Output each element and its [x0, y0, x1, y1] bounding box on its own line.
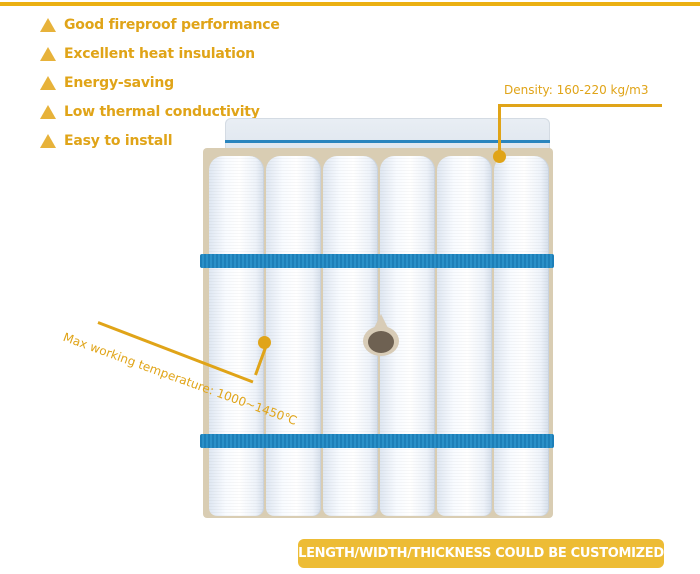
feature-label: Energy-saving — [64, 74, 174, 91]
customization-banner: LENGTH/WIDTH/THICKNESS COULD BE CUSTOMIZ… — [298, 539, 664, 568]
triangle-bullet-icon — [40, 17, 56, 32]
feature-label: Good fireproof performance — [64, 16, 280, 33]
feature-item: Easy to install — [40, 126, 280, 155]
tube-hole — [368, 331, 394, 353]
blue-strap-upper — [200, 254, 554, 268]
triangle-bullet-icon — [40, 46, 56, 61]
feature-label: Low thermal conductivity — [64, 103, 260, 120]
density-callout-vertical — [498, 104, 501, 156]
feature-item: Good fireproof performance — [40, 10, 280, 39]
anchor-tube — [363, 314, 399, 358]
temperature-callout-dot — [258, 336, 271, 349]
fiber-roll — [494, 156, 549, 516]
triangle-bullet-icon — [40, 133, 56, 148]
triangle-bullet-icon — [40, 75, 56, 90]
density-label: Density: 160-220 kg/m3 — [504, 83, 649, 97]
feature-item: Excellent heat insulation — [40, 39, 280, 68]
feature-item: Energy-saving — [40, 68, 280, 97]
banner-label: LENGTH/WIDTH/THICKNESS COULD BE CUSTOMIZ… — [298, 546, 664, 561]
top-accent-rule — [0, 2, 700, 6]
ceramic-fiber-module-image — [195, 108, 560, 528]
fiber-rolls — [208, 156, 550, 516]
blue-strap-lower — [200, 434, 554, 448]
feature-list: Good fireproof performance Excellent hea… — [40, 10, 280, 155]
fiber-roll — [266, 156, 321, 516]
feature-label: Excellent heat insulation — [64, 45, 255, 62]
feature-item: Low thermal conductivity — [40, 97, 280, 126]
density-callout-horizontal — [498, 104, 662, 107]
fiber-roll — [209, 156, 264, 516]
top-strap — [225, 140, 550, 143]
density-callout-dot — [493, 150, 506, 163]
triangle-bullet-icon — [40, 104, 56, 119]
fiber-roll — [437, 156, 492, 516]
feature-label: Easy to install — [64, 132, 173, 149]
